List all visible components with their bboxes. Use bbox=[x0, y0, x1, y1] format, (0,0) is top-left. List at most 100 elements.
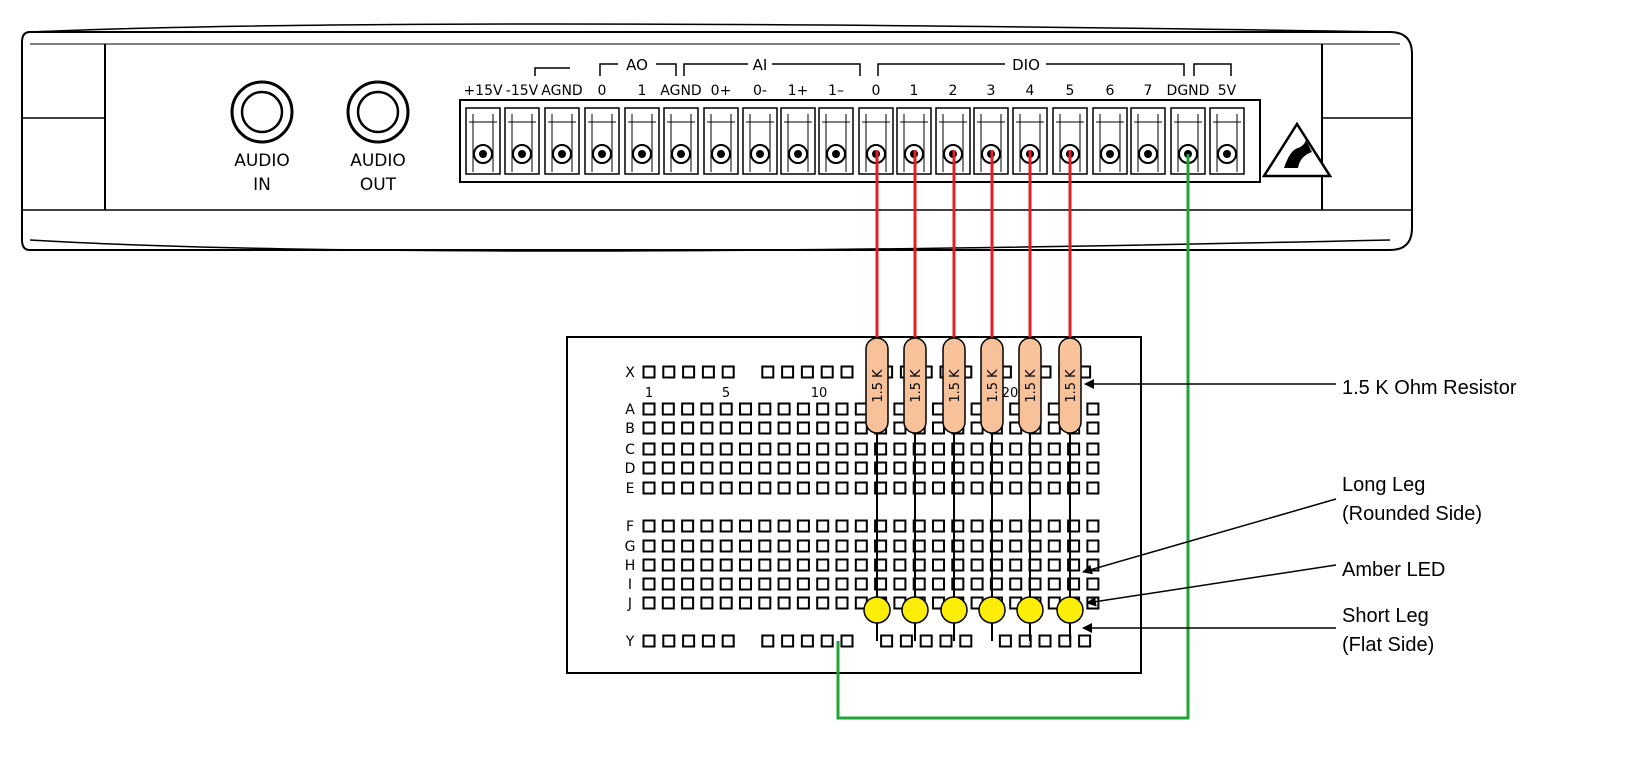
breadboard-hole[interactable] bbox=[681, 577, 695, 591]
breadboard-hole[interactable] bbox=[874, 539, 888, 553]
breadboard-hole[interactable] bbox=[854, 558, 868, 572]
breadboard-hole[interactable] bbox=[781, 365, 795, 379]
breadboard-hole[interactable] bbox=[662, 365, 676, 379]
breadboard-hole[interactable] bbox=[816, 461, 830, 475]
breadboard-hole[interactable] bbox=[661, 519, 675, 533]
breadboard-hole[interactable] bbox=[700, 596, 714, 610]
breadboard-hole[interactable] bbox=[739, 402, 752, 416]
breadboard-hole[interactable] bbox=[777, 539, 791, 553]
breadboard-hole[interactable] bbox=[912, 558, 926, 572]
breadboard-hole[interactable] bbox=[758, 519, 772, 533]
breadboard-hole[interactable] bbox=[681, 481, 695, 495]
breadboard-hole[interactable] bbox=[719, 596, 733, 610]
breadboard-hole[interactable] bbox=[816, 596, 830, 610]
breadboard-hole[interactable] bbox=[951, 558, 965, 572]
breadboard-hole[interactable] bbox=[820, 365, 834, 379]
breadboard-hole[interactable] bbox=[835, 539, 849, 553]
breadboard-hole[interactable] bbox=[1009, 558, 1023, 572]
breadboard-hole[interactable] bbox=[761, 634, 775, 648]
breadboard-hole[interactable] bbox=[835, 519, 849, 533]
breadboard-hole[interactable] bbox=[1086, 519, 1100, 533]
breadboard-hole[interactable] bbox=[893, 539, 907, 553]
breadboard-hole[interactable] bbox=[854, 519, 868, 533]
breadboard-hole[interactable] bbox=[854, 577, 868, 591]
breadboard-hole[interactable] bbox=[816, 481, 830, 495]
screw-terminal[interactable] bbox=[1012, 107, 1048, 175]
breadboard-hole[interactable] bbox=[874, 519, 888, 533]
breadboard-hole[interactable] bbox=[820, 634, 834, 648]
breadboard-hole[interactable] bbox=[777, 402, 791, 416]
breadboard-hole[interactable] bbox=[642, 558, 656, 572]
breadboard-hole[interactable] bbox=[739, 421, 752, 435]
breadboard-hole[interactable] bbox=[893, 558, 907, 572]
breadboard-hole[interactable] bbox=[1009, 577, 1023, 591]
breadboard-hole[interactable] bbox=[1078, 634, 1092, 648]
breadboard-hole[interactable] bbox=[1028, 481, 1042, 495]
breadboard-hole[interactable] bbox=[816, 539, 830, 553]
breadboard-hole[interactable] bbox=[1067, 577, 1081, 591]
breadboard-hole[interactable] bbox=[796, 461, 810, 475]
breadboard-hole[interactable] bbox=[899, 634, 913, 648]
breadboard-hole[interactable] bbox=[939, 634, 953, 648]
breadboard-hole[interactable] bbox=[682, 365, 696, 379]
breadboard-hole[interactable] bbox=[912, 539, 926, 553]
breadboard-hole[interactable] bbox=[719, 519, 733, 533]
breadboard-hole[interactable] bbox=[661, 596, 675, 610]
breadboard-hole[interactable] bbox=[970, 519, 984, 533]
breadboard-hole[interactable] bbox=[661, 402, 675, 416]
breadboard-hole[interactable] bbox=[932, 539, 945, 553]
breadboard-hole[interactable] bbox=[642, 461, 656, 475]
breadboard-hole[interactable] bbox=[970, 481, 984, 495]
breadboard-hole[interactable] bbox=[642, 519, 656, 533]
breadboard-hole[interactable] bbox=[661, 421, 675, 435]
breadboard-hole[interactable] bbox=[681, 461, 695, 475]
breadboard-hole[interactable] bbox=[970, 442, 984, 456]
breadboard-hole[interactable] bbox=[642, 442, 656, 456]
breadboard-hole[interactable] bbox=[835, 461, 849, 475]
breadboard-hole[interactable] bbox=[880, 634, 894, 648]
breadboard-hole[interactable] bbox=[1047, 519, 1061, 533]
breadboard-hole[interactable] bbox=[816, 558, 830, 572]
breadboard-hole[interactable] bbox=[816, 402, 830, 416]
breadboard-hole[interactable] bbox=[1067, 558, 1081, 572]
breadboard-hole[interactable] bbox=[919, 634, 933, 648]
breadboard-hole[interactable] bbox=[970, 558, 984, 572]
breadboard-hole[interactable] bbox=[700, 402, 714, 416]
breadboard-hole[interactable] bbox=[739, 539, 752, 553]
breadboard-hole[interactable] bbox=[681, 596, 695, 610]
breadboard-hole[interactable] bbox=[796, 442, 810, 456]
breadboard-hole[interactable] bbox=[796, 402, 810, 416]
breadboard-hole[interactable] bbox=[1047, 558, 1061, 572]
breadboard-hole[interactable] bbox=[989, 442, 1003, 456]
breadboard-hole[interactable] bbox=[951, 539, 965, 553]
breadboard-hole[interactable] bbox=[854, 402, 868, 416]
breadboard-hole[interactable] bbox=[1028, 461, 1042, 475]
breadboard-hole[interactable] bbox=[989, 539, 1003, 553]
breadboard-hole[interactable] bbox=[661, 558, 675, 572]
breadboard-hole[interactable] bbox=[951, 461, 965, 475]
screw-terminal[interactable] bbox=[1130, 107, 1166, 175]
breadboard-hole[interactable] bbox=[758, 558, 772, 572]
breadboard-hole[interactable] bbox=[1009, 442, 1023, 456]
breadboard-hole[interactable] bbox=[796, 421, 810, 435]
screw-terminal[interactable] bbox=[742, 107, 778, 175]
breadboard-hole[interactable] bbox=[1028, 442, 1042, 456]
breadboard-hole[interactable] bbox=[1047, 577, 1061, 591]
breadboard-hole[interactable] bbox=[970, 461, 984, 475]
breadboard-hole[interactable] bbox=[777, 421, 791, 435]
breadboard-hole[interactable] bbox=[1067, 481, 1081, 495]
breadboard-hole[interactable] bbox=[932, 558, 945, 572]
breadboard-hole[interactable] bbox=[932, 461, 945, 475]
breadboard-hole[interactable] bbox=[932, 481, 945, 495]
breadboard-hole[interactable] bbox=[1009, 481, 1023, 495]
breadboard-hole[interactable] bbox=[777, 461, 791, 475]
breadboard-hole[interactable] bbox=[761, 365, 775, 379]
breadboard-hole[interactable] bbox=[989, 577, 1003, 591]
breadboard-hole[interactable] bbox=[800, 634, 814, 648]
breadboard-hole[interactable] bbox=[959, 634, 973, 648]
breadboard-hole[interactable] bbox=[1009, 519, 1023, 533]
breadboard-hole[interactable] bbox=[700, 539, 714, 553]
breadboard-hole[interactable] bbox=[1058, 634, 1072, 648]
breadboard-hole[interactable] bbox=[719, 461, 733, 475]
breadboard-hole[interactable] bbox=[781, 634, 795, 648]
